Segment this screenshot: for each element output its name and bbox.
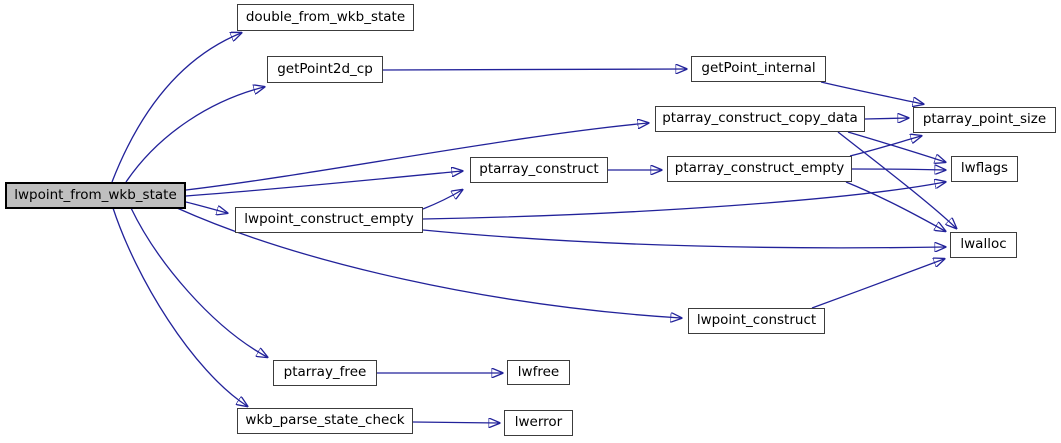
edge-lwpoint_from_wkb_state-to-ptarray_free <box>130 207 267 357</box>
node-lwalloc[interactable]: lwalloc <box>950 232 1017 258</box>
edge-lwpoint_construct_empty-to-lwflags <box>422 182 945 220</box>
edge-lwpoint_from_wkb_state-to-wkb_parse_state_check <box>112 207 247 406</box>
edge-ptarray_construct_empty-to-lwalloc <box>845 181 945 231</box>
edge-ptarray_construct_copy_data-to-lwflags <box>847 131 945 162</box>
edge-getPoint_internal-to-ptarray_point_size <box>820 81 923 104</box>
edge-ptarray_construct_empty-to-ptarray_point_size <box>849 136 921 157</box>
node-ptarray_point_size[interactable]: ptarray_point_size <box>913 107 1056 133</box>
edge-lwpoint_from_wkb_state-to-lwpoint_construct <box>176 207 681 318</box>
node-double_from_wkb_state[interactable]: double_from_wkb_state <box>237 4 414 31</box>
edge-getPoint2d_cp-to-getPoint_internal <box>382 69 686 70</box>
edge-lwpoint_construct_empty-to-lwalloc <box>422 229 945 248</box>
edge-lwpoint_from_wkb_state-to-lwpoint_construct_empty <box>185 201 227 213</box>
edge-ptarray_construct_empty-to-lwflags <box>851 169 945 170</box>
edge-ptarray_construct_copy_data-to-ptarray_point_size <box>864 118 908 119</box>
node-getPoint_internal[interactable]: getPoint_internal <box>691 56 826 82</box>
node-ptarray_free[interactable]: ptarray_free <box>273 360 377 386</box>
node-getPoint2d_cp[interactable]: getPoint2d_cp <box>267 56 383 83</box>
node-ptarray_construct_empty[interactable]: ptarray_construct_empty <box>667 156 852 182</box>
node-lwfree[interactable]: lwfree <box>507 360 570 385</box>
edge-wkb_parse_state_check-to-lwerror <box>412 422 499 423</box>
node-wkb_parse_state_check[interactable]: wkb_parse_state_check <box>237 408 413 434</box>
node-lwerror[interactable]: lwerror <box>504 410 573 436</box>
node-lwpoint_construct[interactable]: lwpoint_construct <box>688 308 825 334</box>
node-lwflags[interactable]: lwflags <box>951 156 1018 182</box>
node-ptarray_construct_copy_data[interactable]: ptarray_construct_copy_data <box>655 106 865 132</box>
node-lwpoint_construct_empty[interactable]: lwpoint_construct_empty <box>235 207 423 233</box>
edge-lwpoint_from_wkb_state-to-ptarray_construct_copy_data <box>185 123 648 191</box>
edge-lwpoint_from_wkb_state-to-double_from_wkb_state <box>111 33 241 183</box>
edge-lwpoint_from_wkb_state-to-getPoint2d_cp <box>125 87 264 183</box>
node-ptarray_construct[interactable]: ptarray_construct <box>470 157 608 183</box>
edge-lwpoint_from_wkb_state-to-ptarray_construct <box>185 171 462 197</box>
edge-lwpoint_construct-to-lwalloc <box>811 259 944 309</box>
edge-lwpoint_construct_empty-to-ptarray_construct <box>422 190 462 210</box>
node-lwpoint_from_wkb_state: lwpoint_from_wkb_state <box>5 182 186 209</box>
edge-ptarray_construct_copy_data-to-lwalloc <box>837 131 956 228</box>
